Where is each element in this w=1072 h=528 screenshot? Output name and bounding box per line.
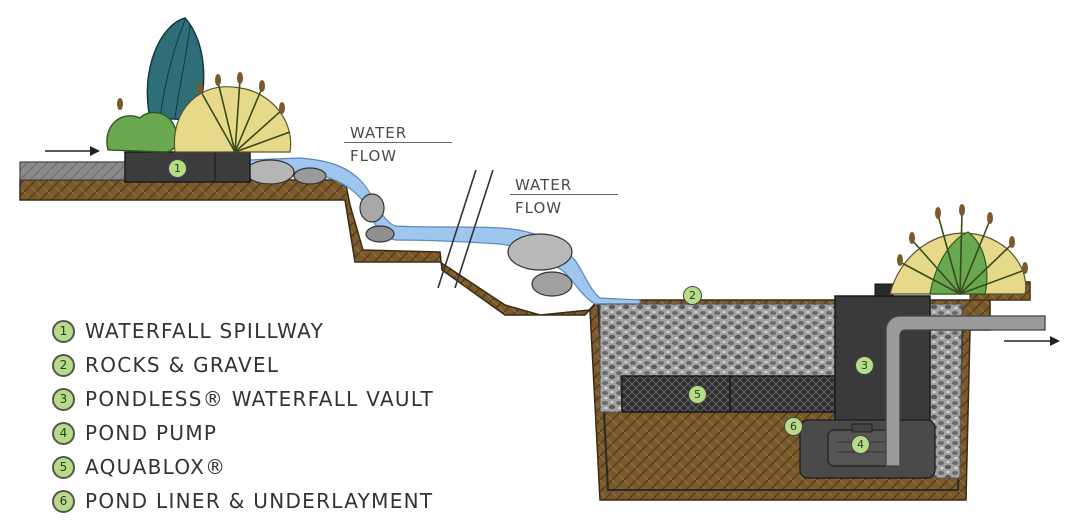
inlet-arrow [45,146,100,156]
water-flow-label-1-line1: WATER [350,124,408,142]
water-flow-label-2: WATER FLOW [515,176,572,217]
legend-number: 2 [52,353,75,377]
waterfall-spillway [124,151,251,183]
legend-label: WATERFALL SPILLWAY [85,319,325,343]
callout-spillway: 1 [168,159,187,178]
legend-item-vault: 3 PONDLESS® WATERFALL VAULT [52,382,434,416]
legend-label: AQUABLOX® [85,455,227,479]
legend-item-liner: 6 POND LINER & UNDERLAYMENT [52,484,434,518]
callout-pump: 4 [851,435,870,454]
legend-label: PONDLESS® WATERFALL VAULT [85,387,435,411]
legend-number: 3 [52,387,75,411]
aquablox [621,375,836,413]
legend-number: 5 [52,455,75,479]
legend-item-spillway: 1 WATERFALL SPILLWAY [52,314,434,348]
stream-rocks [245,159,573,297]
water-flow-rule-2 [510,194,618,195]
soil-ground [19,179,1031,501]
outlet-arrow [1004,336,1060,346]
section-break-marker [437,169,494,289]
water-flow-label-2-line1: WATER [515,176,573,194]
legend-label: POND LINER & UNDERLAYMENT [85,489,434,513]
legend-item-aquablox: 5 AQUABLOX® [52,450,434,484]
water-flow-rule-1 [344,142,452,143]
legend-number: 1 [52,319,75,343]
discharge-pipe [885,315,1046,467]
legend-label: POND PUMP [85,421,218,445]
vault-plants [889,204,1028,295]
water-flow-label-1: WATER FLOW [350,124,407,165]
callout-vault: 3 [855,356,874,375]
legend-label: ROCKS & GRAVEL [85,353,280,377]
legend-number: 6 [52,489,75,513]
legend-number: 4 [52,421,75,445]
legend: 1 WATERFALL SPILLWAY 2 ROCKS & GRAVEL 3 … [52,314,434,518]
callout-aquablox: 5 [688,385,707,404]
callout-rocks-gravel: 2 [683,286,702,305]
spillway-plants [106,17,292,153]
water-flow-label-2-line2: FLOW [515,199,563,217]
legend-item-rocks-gravel: 2 ROCKS & GRAVEL [52,348,434,382]
callout-liner: 6 [784,417,803,436]
left-deck [19,161,127,181]
water-flow-label-1-line2: FLOW [350,147,398,165]
legend-item-pump: 4 POND PUMP [52,416,434,450]
